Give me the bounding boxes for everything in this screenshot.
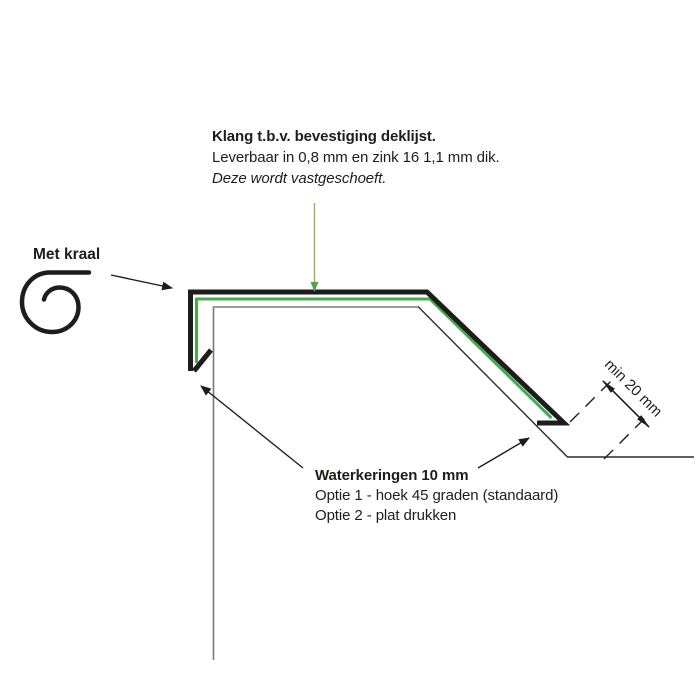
klang-note-title: Klang t.b.v. bevestiging deklijst. — [212, 128, 436, 145]
klang-note: Klang t.b.v. bevestiging deklijst. Lever… — [212, 126, 500, 189]
waterkering-note-optie2: Optie 2 - plat drukken — [315, 507, 457, 524]
deklijst-profile-outline — [188, 289, 571, 426]
waterkering-note-optie1: Optie 1 - hoek 45 graden (standaard) — [315, 487, 559, 504]
klang-strip-line — [195, 297, 553, 420]
kraal-label: Met kraal — [33, 246, 101, 263]
dimension-line — [602, 380, 650, 428]
waterkering-left-arrow — [200, 385, 304, 469]
waterkering-left-fold — [192, 348, 213, 373]
wall-substrate-line — [212, 306, 418, 660]
dimension-extension-upper — [569, 379, 613, 423]
kraal-leader-arrow — [110, 274, 174, 291]
klang-note-line3: Deze wordt vastgeschoeft. — [212, 170, 387, 187]
waterkering-right-arrow — [477, 437, 530, 469]
waterkering-note: Waterkeringen 10 mm Optie 1 - hoek 45 gr… — [315, 466, 558, 526]
klang-note-line2: Leverbaar in 0,8 mm en zink 16 1,1 mm di… — [212, 149, 500, 166]
roof-edge-line — [417, 306, 694, 458]
dimension-extension-lower — [603, 414, 649, 460]
waterkering-note-title: Waterkeringen 10 mm — [315, 467, 469, 484]
kraal-curl-shape — [19, 270, 92, 335]
